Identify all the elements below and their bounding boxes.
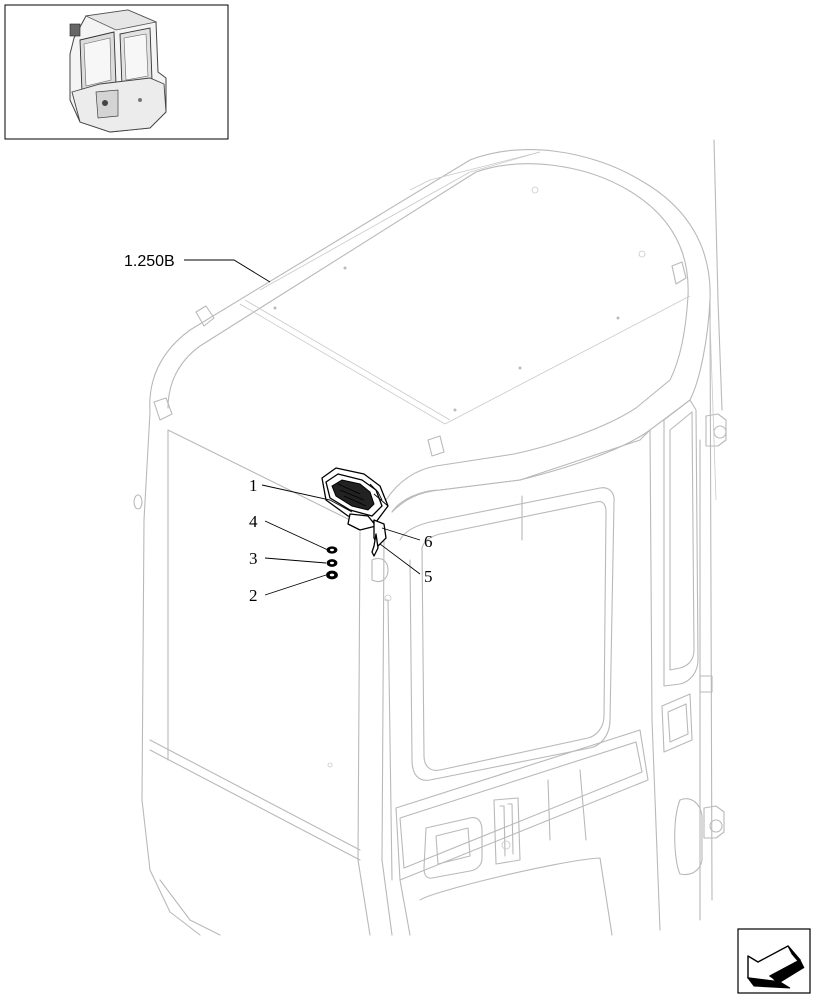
callout-6: 6: [424, 532, 433, 551]
leader-reference: [184, 259, 271, 283]
leader-lines: [184, 259, 421, 596]
leader-2: [264, 574, 327, 596]
leader-1: [261, 484, 353, 513]
work-lamp-assembly: [321, 467, 389, 580]
callout-1: 1: [249, 476, 258, 495]
thumbnail-inset: [4, 4, 229, 140]
next-page-arrow-button[interactable]: [737, 928, 811, 994]
leader-4: [264, 520, 329, 551]
thumbnail-cab-image: [69, 9, 167, 133]
leader-3: [264, 557, 327, 564]
callout-2: 2: [249, 586, 258, 605]
leader-6: [381, 527, 421, 541]
callout-3: 3: [249, 549, 258, 568]
leader-5: [379, 543, 421, 575]
callout-4: 4: [249, 512, 258, 531]
cab-outline: [133, 139, 727, 936]
reference-label: 1.250B: [124, 253, 175, 270]
callout-5: 5: [424, 567, 433, 586]
arrow-icon: [746, 945, 805, 989]
